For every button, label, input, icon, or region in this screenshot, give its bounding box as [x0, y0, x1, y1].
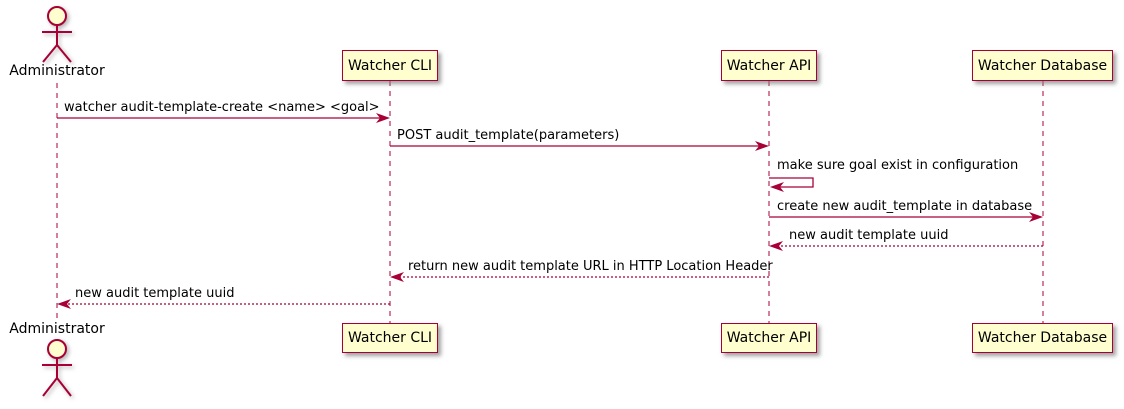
- message-label-4: create new audit_template in database: [777, 199, 1033, 214]
- participant-label: Watcher CLI: [347, 330, 433, 346]
- message-label-7: new audit template uuid: [75, 286, 235, 301]
- participant-label: Watcher API: [726, 57, 812, 74]
- message-label-3: make sure goal exist in configuration: [777, 158, 1019, 173]
- administrator-actor-icon-bottom: [42, 339, 72, 397]
- message-arrow-3-self-loop: [769, 177, 814, 192]
- participant-watcher-database-top: Watcher Database: [972, 50, 1113, 81]
- participant-label: Watcher Database: [977, 57, 1108, 74]
- message-label-6: return new audit template URL in HTTP Lo…: [408, 259, 773, 274]
- actor-label-administrator-bottom: Administrator: [9, 321, 105, 337]
- message-arrow-6: [390, 272, 769, 282]
- participant-watcher-cli-top: Watcher CLI: [342, 50, 438, 81]
- message-label-1: watcher audit-template-create <name> <go…: [64, 100, 380, 115]
- message-arrow-4: [769, 212, 1043, 222]
- message-arrow-2: [390, 141, 769, 151]
- participant-label: Watcher CLI: [347, 57, 433, 74]
- participant-watcher-api-bottom: Watcher API: [721, 323, 817, 353]
- participant-label: Watcher Database: [977, 330, 1108, 346]
- message-label-5: new audit template uuid: [789, 228, 949, 243]
- administrator-actor-icon-top: [42, 6, 72, 63]
- message-arrow-1: [57, 113, 390, 123]
- message-arrow-5: [769, 241, 1043, 251]
- message-arrow-7: [57, 299, 390, 309]
- message-label-2: POST audit_template(parameters): [397, 128, 620, 143]
- participant-label: Watcher API: [726, 330, 812, 346]
- participant-watcher-cli-bottom: Watcher CLI: [342, 323, 438, 353]
- actor-label-administrator-top: Administrator: [9, 63, 105, 79]
- participant-watcher-api-top: Watcher API: [721, 50, 817, 81]
- participant-watcher-database-bottom: Watcher Database: [972, 323, 1113, 353]
